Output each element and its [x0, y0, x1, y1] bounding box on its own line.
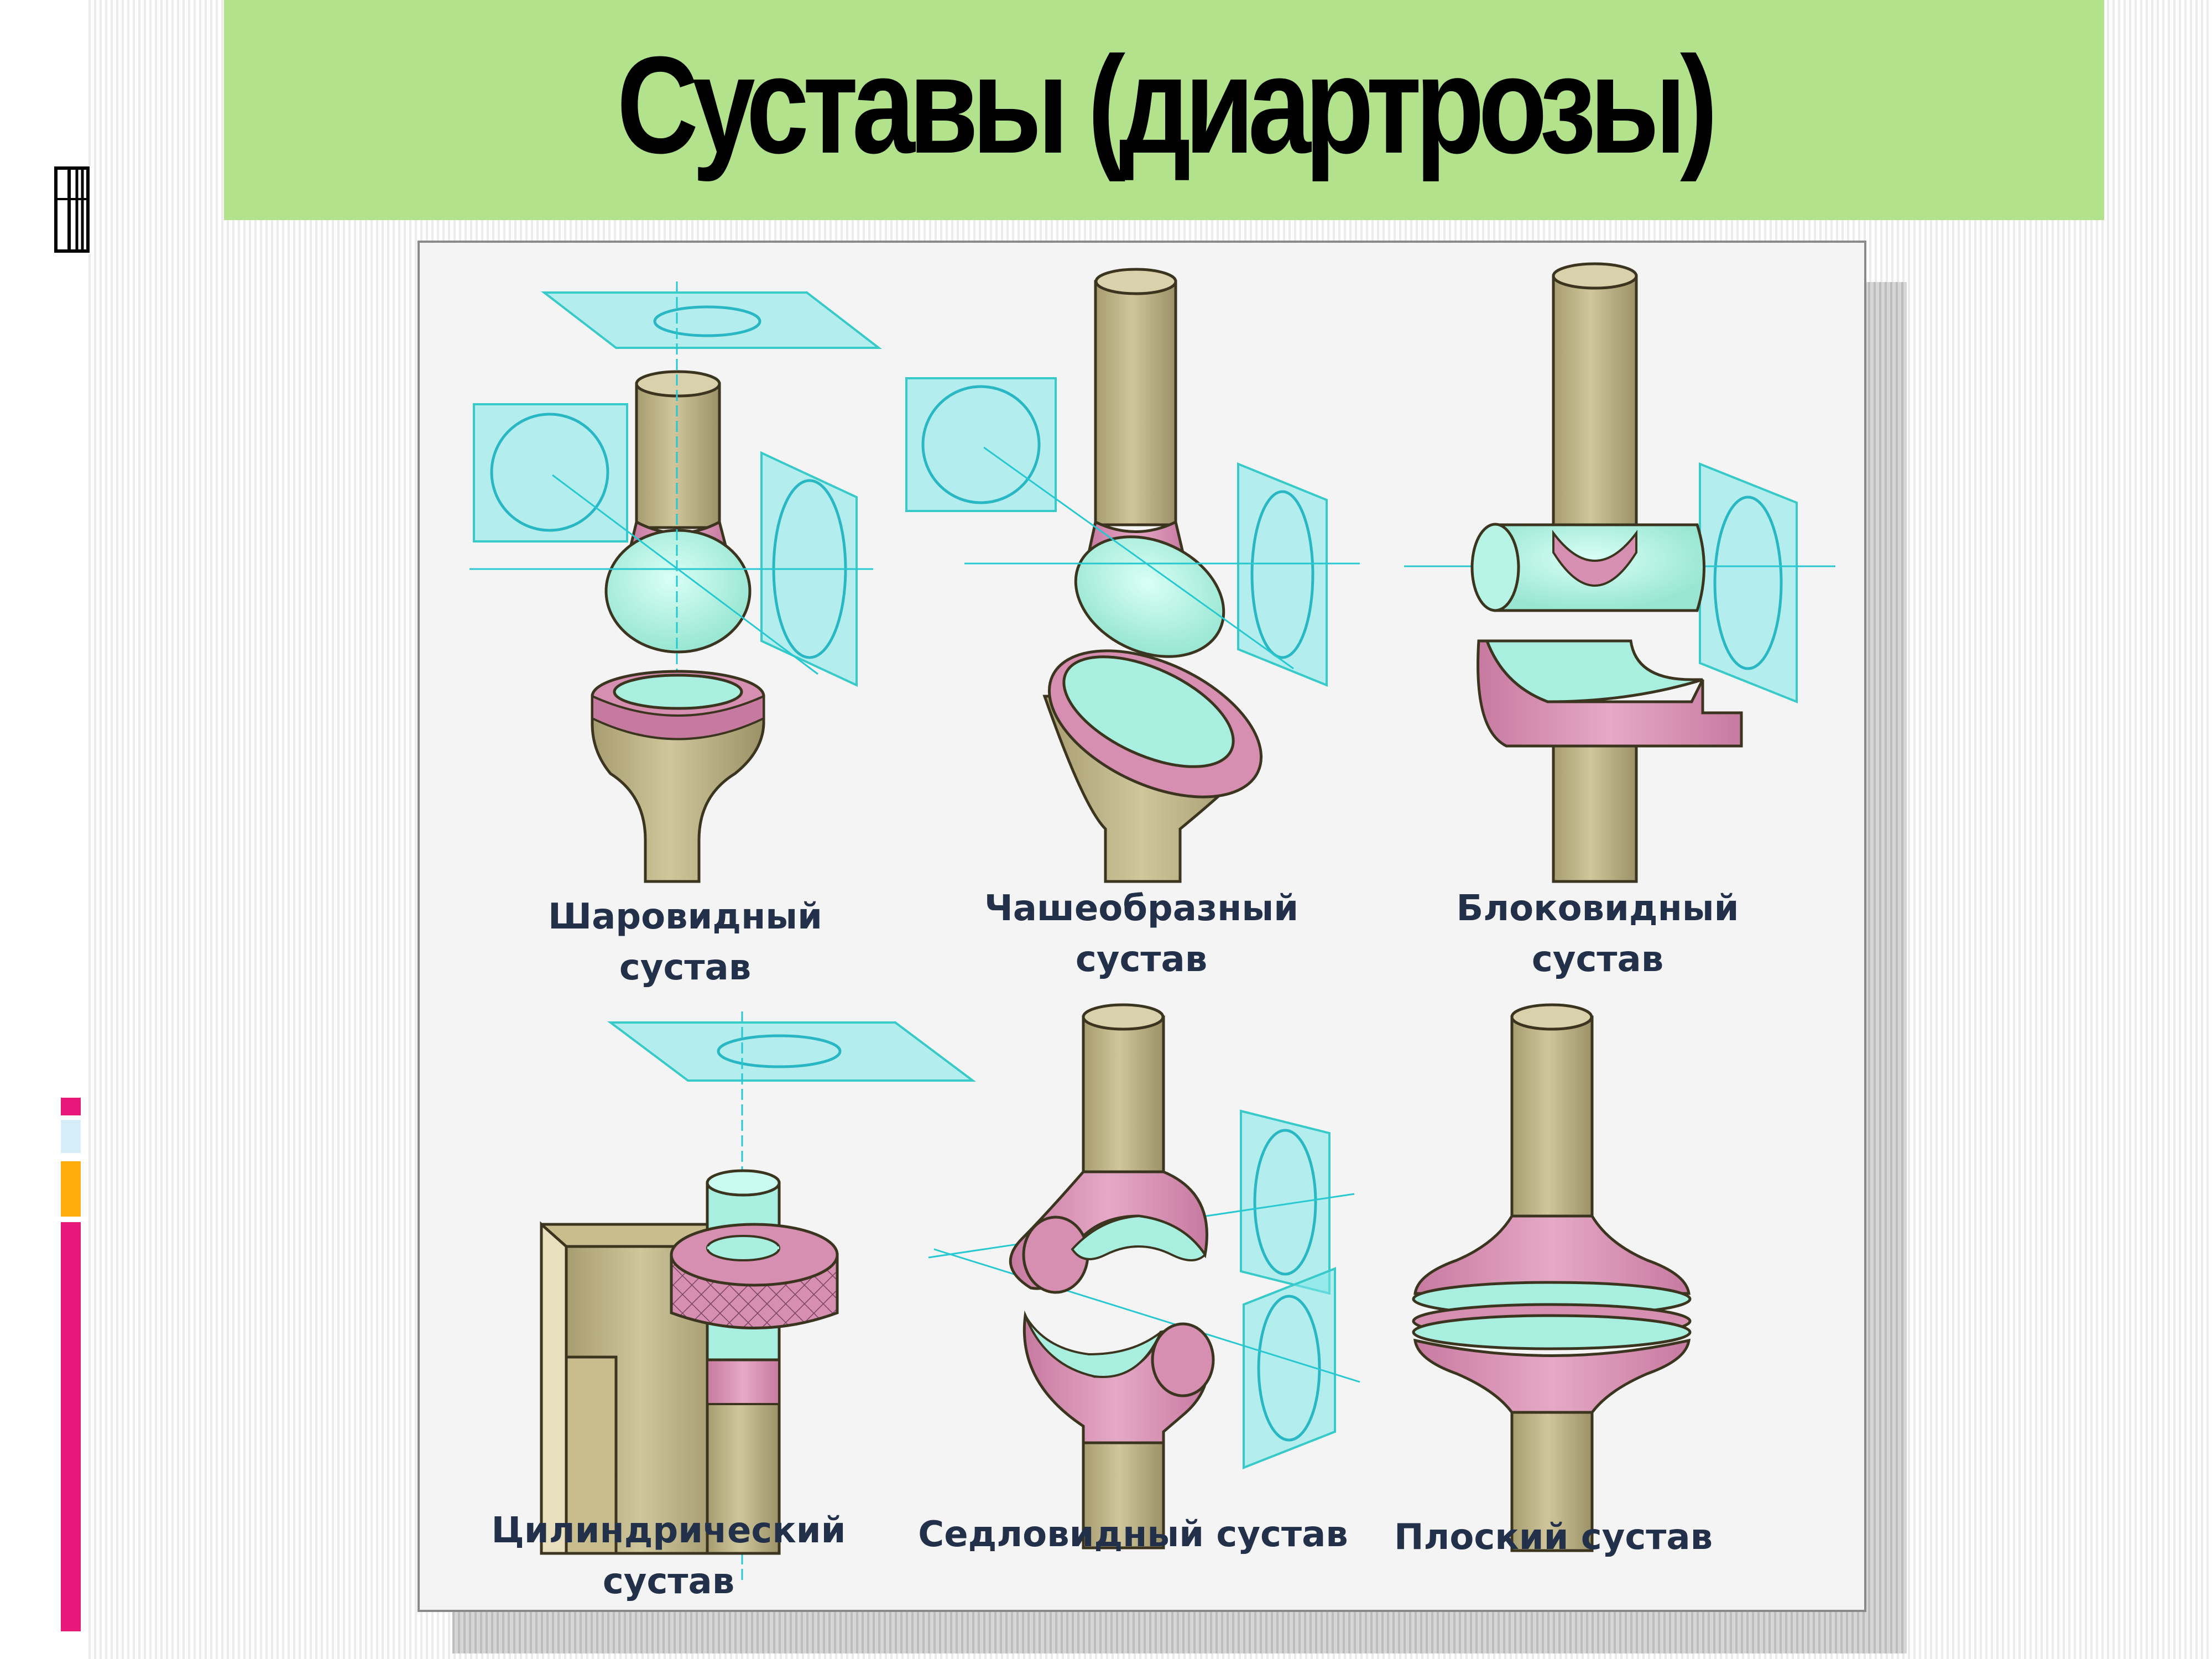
- joint-label-ball-line1: Шаровидный: [519, 891, 851, 942]
- accent-strip-pink-long: [61, 1222, 81, 1631]
- accent-strip-pink: [61, 1098, 81, 1115]
- ball-joint-illustration: [469, 281, 879, 881]
- slide-title: Суставы (диартрозы): [393, 22, 1935, 188]
- joint-label-pivot-line1: Цилиндрический: [486, 1505, 851, 1556]
- joint-label-ellipsoid: Чашеобразный сустав: [967, 883, 1316, 985]
- joint-label-ball-line2: сустав: [519, 942, 851, 993]
- pivot-joint-illustration: [541, 1011, 973, 1581]
- joint-label-saddle-line1: Седловидный сустав: [917, 1509, 1349, 1560]
- joint-label-ellipsoid-line1: Чашеобразный: [967, 883, 1316, 934]
- accent-strip-orange: [61, 1161, 81, 1217]
- joint-label-ellipsoid-line2: сустав: [967, 934, 1316, 985]
- horizontal-rotation-plane-4: [611, 1022, 973, 1081]
- joint-label-plane-line1: Плоский сустав: [1371, 1512, 1736, 1563]
- joint-types-diagram: Шаровидный сустав Чашеобразный сустав Бл…: [418, 241, 1866, 1612]
- hinge-joint-illustration: [1404, 264, 1835, 881]
- saddle-joint-illustration: [928, 1005, 1360, 1548]
- joint-label-pivot-line2: сустав: [486, 1556, 851, 1607]
- joint-label-pivot: Цилиндрический сустав: [486, 1505, 851, 1607]
- plane-joint-illustration: [1413, 1005, 1690, 1551]
- joint-label-ball: Шаровидный сустав: [519, 891, 851, 993]
- joint-label-hinge-line2: сустав: [1432, 934, 1764, 985]
- joint-label-plane: Плоский сустав: [1371, 1512, 1736, 1563]
- frontal-rotation-plane: [474, 404, 627, 541]
- joint-label-hinge: Блоковидный сустав: [1432, 883, 1764, 985]
- horizontal-rotation-plane: [544, 293, 879, 348]
- joint-label-hinge-line1: Блоковидный: [1432, 883, 1764, 934]
- joint-label-saddle: Седловидный сустав: [917, 1509, 1349, 1560]
- accent-strip-lightblue: [61, 1120, 81, 1153]
- window-icon: [53, 166, 91, 254]
- frontal-rotation-plane-2: [906, 378, 1056, 511]
- ellipsoid-joint-illustration: [906, 269, 1360, 881]
